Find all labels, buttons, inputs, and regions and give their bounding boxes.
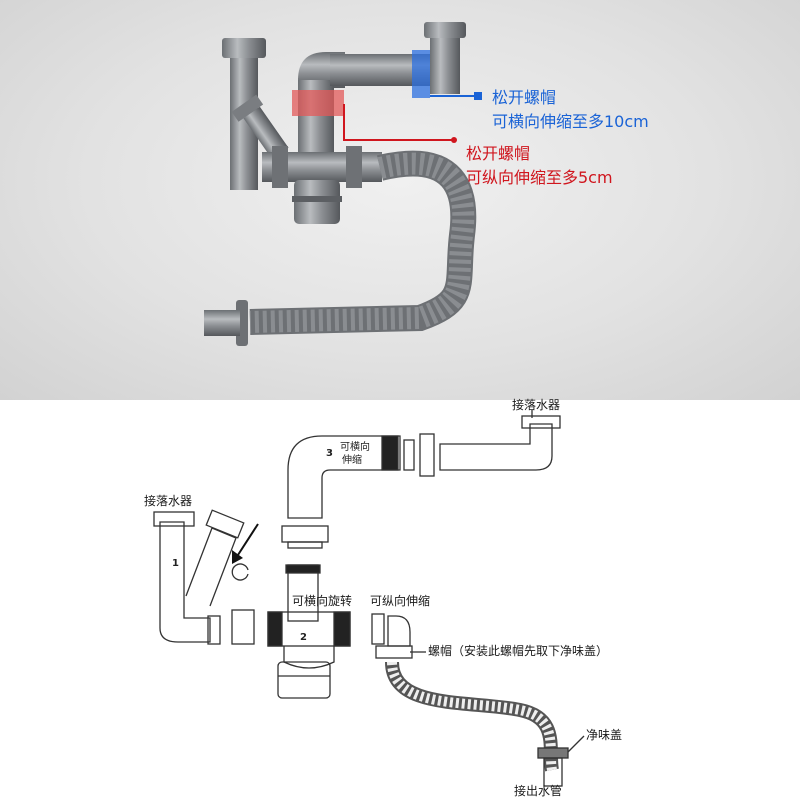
- part-number-3: 3: [326, 448, 333, 459]
- label-inlet-right: 接落水器: [512, 398, 561, 412]
- blue-callout-line1: 松开螺帽: [492, 88, 557, 107]
- odor-cap: [537, 747, 569, 759]
- right-inlet-rim: [424, 22, 466, 38]
- upper-nut: [419, 433, 435, 477]
- red-callout-line2: 可纵向伸缩至多5cm: [466, 168, 613, 187]
- red-callout-box: [292, 90, 344, 116]
- label-elbow-line1: 可横向: [340, 442, 370, 453]
- blue-callout-line2: 可横向伸缩至多10cm: [492, 112, 649, 131]
- blue-callout-text: 松开螺帽 可横向伸缩至多10cm: [492, 86, 649, 134]
- outlet-pipe: [204, 310, 240, 336]
- left-inlet-rim: [153, 511, 195, 527]
- red-callout-line1: 松开螺帽: [466, 144, 531, 163]
- overflow-branch: [185, 527, 237, 607]
- elbow-3: [287, 435, 401, 519]
- product-photo: 松开螺帽 可横向伸缩至多10cm 松开螺帽 可纵向伸缩至多5cm: [0, 0, 800, 400]
- label-vertical: 可纵向伸缩: [370, 594, 431, 608]
- red-leader-line: [343, 104, 452, 141]
- trap-cup: [277, 661, 331, 699]
- label-outlet: 接出水管: [514, 784, 563, 798]
- exploded-diagram: 接落水器 接落水器 可横向 伸缩 3 1 2 可横向旋转 可纵向伸缩 螺帽（安装…: [0, 398, 800, 800]
- red-callout-text: 松开螺帽 可纵向伸缩至多5cm: [466, 142, 613, 190]
- right-inlet-rim: [521, 415, 561, 429]
- label-odor-cap: 净味盖: [586, 728, 623, 742]
- part-number-1: 1: [172, 558, 179, 569]
- part-number-2: 2: [300, 632, 307, 643]
- insert-arrow: [235, 523, 259, 559]
- right-inlet-elbow: [439, 423, 553, 471]
- left-inlet-pipe-1: [159, 521, 211, 643]
- label-rotate: 可横向旋转: [292, 594, 353, 608]
- label-nut: 螺帽（安装此螺帽先取下净味盖）: [428, 644, 609, 658]
- left-inlet-rim: [222, 38, 266, 58]
- clip-ring: [231, 563, 249, 581]
- coupling-nut: [281, 525, 329, 543]
- right-elbow: [387, 615, 411, 647]
- left-nut: [231, 609, 255, 645]
- exploded-diagram-drawing: [153, 410, 585, 787]
- blue-callout-box: [412, 50, 430, 98]
- hose-nut: [375, 645, 413, 659]
- right-inlet-pipe: [430, 34, 460, 94]
- label-elbow-line2: 伸缩: [342, 455, 362, 466]
- right-slip-nut: [371, 613, 385, 645]
- outlet-end: [543, 757, 563, 787]
- drain-pipe-photo: [204, 22, 482, 346]
- label-inlet-left: 接落水器: [144, 494, 193, 508]
